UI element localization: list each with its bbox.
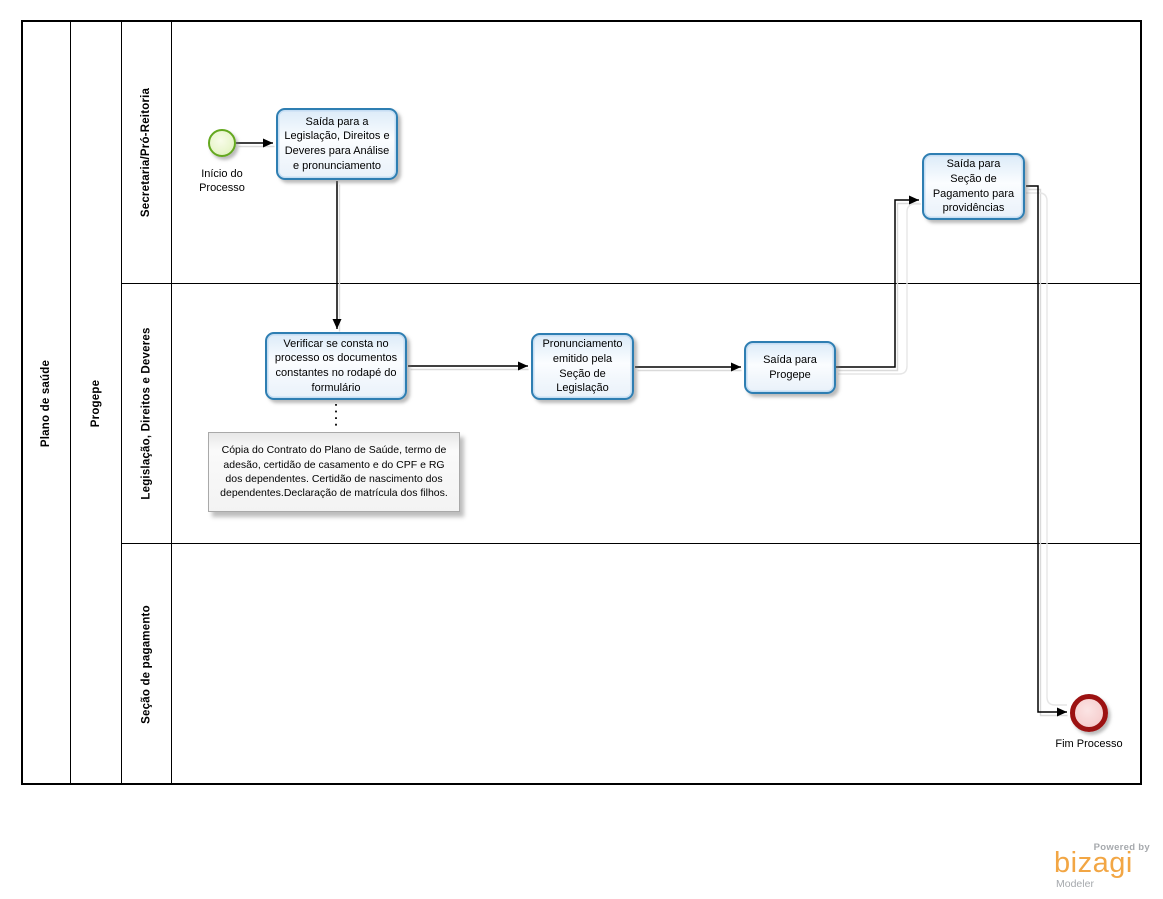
task-label: Saída para Progepe [763,353,817,381]
task-label: Saída para Seção de Pagamento para provi… [932,158,1015,215]
end-event-icon[interactable] [1070,694,1108,732]
lane1-lane2-divider [121,283,1142,284]
bizagi-wordmark: bizagi [1054,847,1133,879]
task-pronunciamento[interactable]: Pronunciamento emitido pela Seção de Leg… [531,333,634,400]
annotation-text: Cópia do Contrato do Plano de Saúde, ter… [220,444,448,500]
flow-task5-to-end[interactable] [1026,185,1067,717]
bizagi-logo: Powered by bizagi Modeler [1052,842,1152,894]
task-saida-secao-pagamento[interactable]: Saída para Seção de Pagamento para provi… [922,153,1025,220]
lane2-lane3-divider [121,543,1142,544]
task-label: Pronunciamento emitido pela Seção de Leg… [542,338,623,395]
pool-border [21,20,1142,785]
powered-by-text: Powered by [1093,842,1150,853]
connector-ghost-routes [838,192,1067,706]
pool-lane-divider [121,20,122,785]
task-label: Saída para a Legislação, Direitos e Deve… [284,115,390,172]
task-saida-legislacao[interactable]: Saída para a Legislação, Direitos e Deve… [276,108,398,180]
end-event-label: Fim Processo [1055,738,1123,750]
text-annotation[interactable]: Cópia do Contrato do Plano de Saúde, ter… [208,432,460,512]
task-saida-progepe[interactable]: Saída para Progepe [744,341,836,394]
task-label: Verificar se consta no processo os docum… [274,337,398,394]
start-event-label: Início do Processo [199,168,245,194]
modeler-text: Modeler [1056,878,1094,890]
process-pool-divider [70,20,71,785]
start-event-icon[interactable] [208,129,236,157]
task-verificar-documentos[interactable]: Verificar se consta no processo os docum… [265,332,407,400]
connector-shadows [238,145,1068,717]
flow-task4-to-task5[interactable] [836,195,919,368]
lane-header-divider [171,20,172,785]
